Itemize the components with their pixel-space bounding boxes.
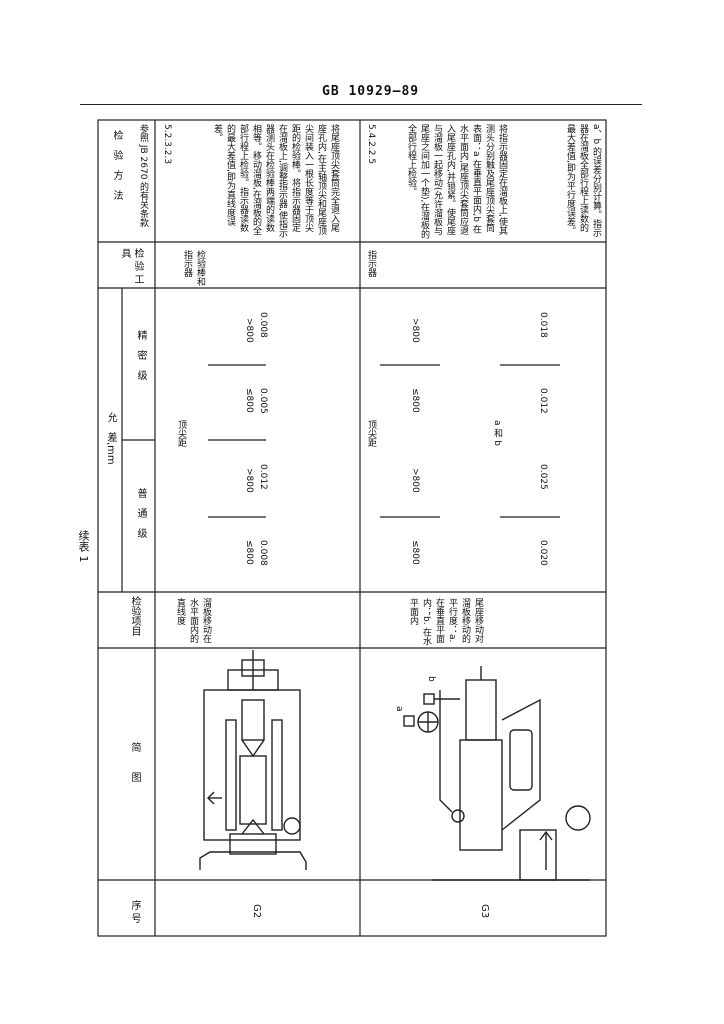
g3-pivot — [451, 809, 465, 823]
row-g2-distance-label: 顶尖距 — [176, 420, 186, 447]
row-g2-prec-range-1: ≤800 — [244, 388, 254, 413]
row-g3-prec-range-1: ≤800 — [410, 388, 420, 413]
row-g3-prec-range-2: >800 — [410, 318, 420, 343]
row-g2-prec-value-2: 0.008 — [258, 312, 268, 338]
g3-arrow-head — [539, 830, 553, 841]
page-header: GB 10929—89 — [0, 82, 724, 108]
g3-indicator-b — [423, 693, 435, 705]
row-g3-method-note: a、b 的误差分别计算。指示器在溜板全部行程上读数的最大差值,即为平行度误差。 — [565, 124, 601, 238]
g2-lower-center — [241, 818, 265, 835]
col-header-precision: 精 密 级 — [135, 330, 146, 380]
col-header-method: 检 验 方 法 — [111, 130, 122, 200]
g2-dial-indicator — [283, 817, 301, 835]
g3-handwheel — [565, 805, 591, 831]
col-header-ordinary: 普 通 级 — [135, 488, 146, 538]
row-g2-prec-value-1: 0.005 — [258, 388, 268, 414]
g2-bottom-block — [229, 833, 277, 855]
row-g2-item: 溜板移动在水平面内的直线度 — [175, 598, 211, 643]
header-rule — [80, 104, 642, 105]
g2-arrow-head — [207, 791, 215, 805]
row-g3-tool: 指示器 — [366, 250, 376, 277]
col-header-item: 检验项目 — [129, 596, 140, 636]
g3-indicator-a — [403, 715, 415, 727]
row-g2-method: 将尾座顶尖套筒完全退入尾座孔内,在主轴顶尖和尾座顶尖间装入一根长度等于顶尖距的检… — [212, 124, 339, 238]
g3-sleeve-top — [465, 679, 497, 741]
row-g3-method: 将指示器固定在溜板上,使其测头分别触及尾座顶尖套筒表面：a 在垂直平面内,b 在… — [406, 124, 507, 239]
row-g3-seq: G3 — [479, 904, 490, 919]
g2-left-rail — [225, 719, 237, 831]
g3-diagram-label-a: a — [394, 706, 404, 712]
row-g3-ord-range-2: >800 — [410, 468, 420, 493]
row-g2-method-no: 5.2.3.2.3 — [162, 124, 172, 165]
row-g2-ord-value-2: 0.012 — [258, 464, 268, 490]
row-g2-ord-range-2: >800 — [244, 468, 254, 493]
g2-upper-center — [241, 739, 265, 758]
g3-stand — [439, 690, 453, 813]
col-header-tool: 检 验 工 具 — [119, 248, 143, 285]
g3-tailstock-housing — [501, 698, 541, 831]
row-g2-ord-range-1: ≤800 — [244, 540, 254, 565]
row-g3-ord-range-1: ≤800 — [410, 540, 420, 565]
row-g2-seq: G2 — [251, 904, 262, 919]
g2-carriage-outline — [203, 689, 301, 841]
row-g3-prec-value-2: 0.018 — [538, 312, 548, 338]
g3-housing-window — [509, 729, 533, 791]
row-g3-ord-value-1: 0.020 — [538, 540, 548, 566]
row-g3-ab-label: a 和 b — [492, 420, 502, 446]
table-caption: 续表 1 — [77, 530, 90, 563]
row-g2-ord-value-1: 0.008 — [258, 540, 268, 566]
g2-test-bar — [239, 755, 267, 825]
col-header-method-ref: 参照 JB 2670 的有关条款 — [138, 124, 148, 228]
table-frame — [97, 119, 607, 937]
g3-tailstock-body — [459, 739, 503, 851]
row-g2-tool: 检验棒和指示器 — [182, 250, 205, 286]
row-g3-distance-label: 顶尖距 — [366, 420, 376, 447]
g2-base — [199, 851, 307, 870]
g2-diagram — [199, 650, 307, 870]
row-g3-ord-value-2: 0.025 — [538, 464, 548, 490]
row-g2-prec-range-2: >800 — [244, 318, 254, 343]
col-header-seq: 序 号 — [129, 900, 140, 924]
g2-right-rail — [271, 719, 283, 831]
g2-upper-sleeve — [241, 699, 265, 741]
row-g3-method-no: 5.4.2.2.5 — [366, 124, 376, 165]
row-g3-item: 尾座移动对溜板移动的平行度：a. 在垂直平面内；b. 在水平面内 — [408, 598, 483, 646]
standard-number: GB 10929—89 — [322, 84, 420, 99]
g3-diagram — [403, 666, 591, 881]
col-header-tolerance: 允 差,mm — [105, 412, 116, 465]
g3-diagram-label-b: b — [426, 676, 436, 682]
row-g3-prec-value-1: 0.012 — [538, 388, 548, 414]
col-header-diagram: 简 图 — [129, 742, 140, 782]
